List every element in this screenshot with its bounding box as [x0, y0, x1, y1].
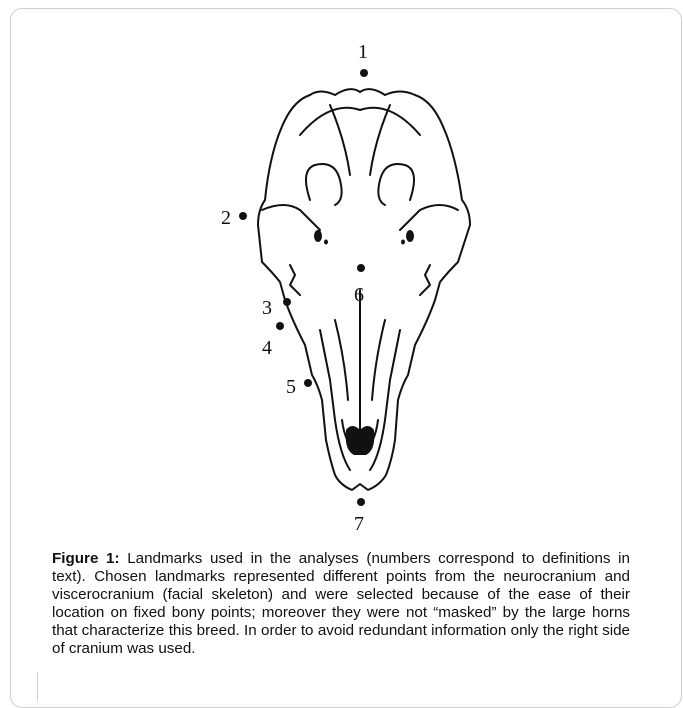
caption-text: Landmarks used in the analyses (numbers …: [52, 550, 630, 657]
skull-figure: 1 2 3 4 5 6 7: [200, 30, 500, 540]
figure-caption: Figure 1: Landmarks used in the analyses…: [52, 550, 630, 658]
landmark-label-4: 4: [262, 337, 272, 359]
divider: [37, 672, 38, 701]
landmark-label-6: 6: [354, 284, 364, 306]
landmark-dot-1: [360, 69, 368, 77]
landmark-dot-2: [239, 212, 247, 220]
landmark-dot-5: [304, 379, 312, 387]
landmark-dot-7: [357, 498, 365, 506]
landmark-dot-6: [357, 264, 365, 272]
landmark-dot-4: [276, 322, 284, 330]
landmark-label-7: 7: [354, 513, 364, 535]
landmark-label-3: 3: [262, 297, 272, 319]
landmark-label-2: 2: [221, 207, 231, 229]
landmark-dot-3: [283, 298, 291, 306]
landmark-label-5: 5: [286, 376, 296, 398]
caption-label: Figure 1:: [52, 550, 120, 567]
landmark-label-1: 1: [358, 41, 368, 63]
